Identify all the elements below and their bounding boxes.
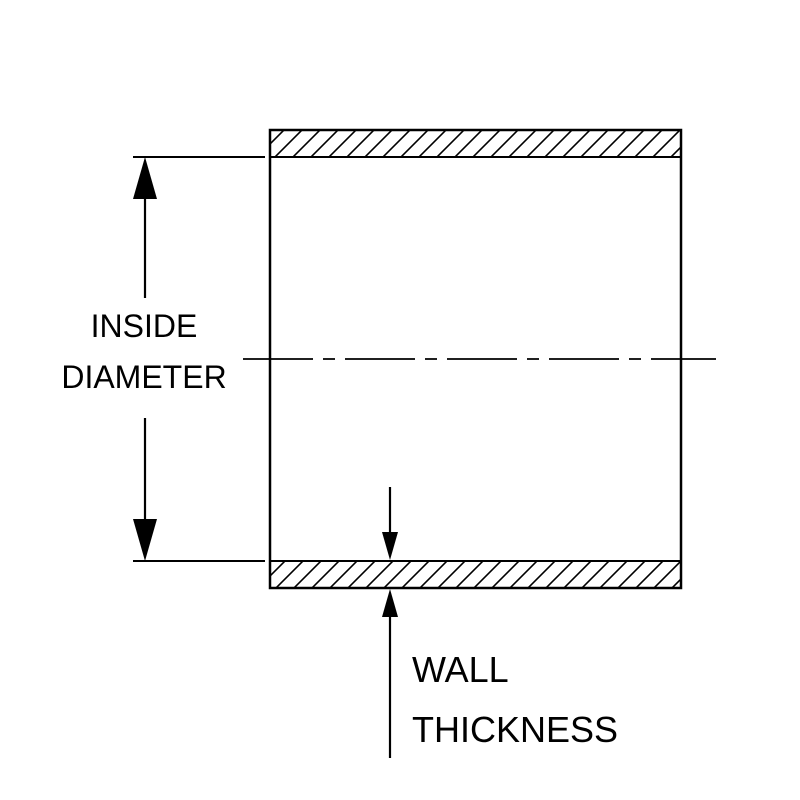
arrowhead-down-icon	[133, 519, 157, 561]
inside-diameter-label-line2: DIAMETER	[61, 359, 226, 395]
inside-diameter-label-line1: INSIDE	[91, 308, 198, 344]
arrowhead-up-icon	[133, 157, 157, 199]
wall-thickness-arrow-up-icon	[382, 589, 398, 617]
wall-thickness-arrow-down-icon	[382, 532, 398, 560]
bottom-wall-hatch	[270, 561, 681, 588]
wall-thickness-label-line1: WALL	[412, 649, 509, 690]
wall-thickness-label-line2: THICKNESS	[412, 709, 618, 750]
top-wall-hatch	[270, 130, 681, 157]
